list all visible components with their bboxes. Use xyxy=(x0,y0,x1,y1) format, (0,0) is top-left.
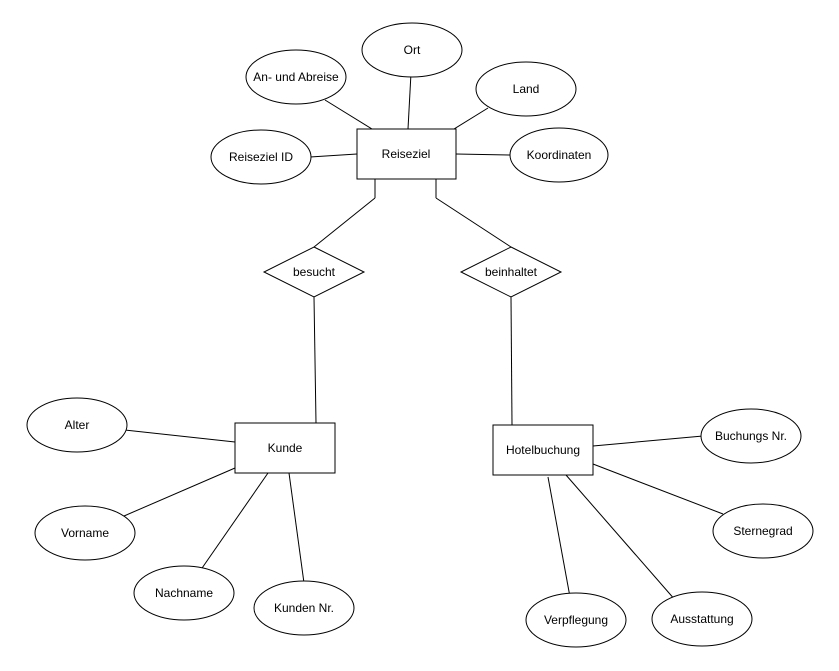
attribute-ort: Ort xyxy=(361,22,463,78)
line-sternegrad-hotelbuchung xyxy=(592,463,724,515)
line-beinhaltet-hotelbuchung xyxy=(510,296,513,426)
attribute-koordinaten-label: Koordinaten xyxy=(527,148,592,162)
entity-kunde-label: Kunde xyxy=(268,441,303,455)
attribute-buchungs-nr: Buchungs Nr. xyxy=(700,408,802,464)
attribute-alter-label: Alter xyxy=(65,418,90,432)
line-reiseziel-beinhaltet-diag xyxy=(435,197,512,248)
line-ausstattung-hotelbuchung xyxy=(565,474,677,602)
attribute-buchungs-nr-label: Buchungs Nr. xyxy=(715,429,787,443)
attribute-an-und-abreise: An- und Abreise xyxy=(245,49,347,105)
line-besucht-kunde xyxy=(313,296,317,424)
connector-lines xyxy=(123,72,724,602)
attribute-verpflegung: Verpflegung xyxy=(525,592,627,648)
line-alter-kunde xyxy=(124,429,236,443)
attribute-ausstattung-label: Ausstattung xyxy=(670,612,733,626)
line-verpflegung-hotelbuchung xyxy=(547,476,571,598)
relationship-besucht-label: besucht xyxy=(293,265,336,279)
attribute-ausstattung: Ausstattung xyxy=(651,591,753,647)
attribute-alter: Alter xyxy=(26,397,128,453)
line-vorname-kunde xyxy=(123,467,236,517)
line-nachname-kunde xyxy=(199,472,269,572)
entity-reiseziel: Reiseziel xyxy=(356,128,457,180)
entity-kunde: Kunde xyxy=(234,422,336,474)
relationship-beinhaltet: beinhaltet xyxy=(459,246,563,298)
line-buchungs-nr-hotelbuchung xyxy=(592,435,704,447)
line-ort-reiseziel xyxy=(407,72,412,130)
attribute-an-und-abreise-label: An- und Abreise xyxy=(253,70,339,84)
attribute-vorname: Vorname xyxy=(34,505,136,561)
line-koordinaten-reiseziel xyxy=(455,153,511,156)
relationship-besucht: besucht xyxy=(262,246,366,298)
attribute-verpflegung-label: Verpflegung xyxy=(544,613,608,627)
attribute-reiseziel-id-label: Reiseziel ID xyxy=(229,150,293,164)
line-reiseziel-id-reiseziel xyxy=(309,153,358,158)
attribute-kunden-nr: Kunden Nr. xyxy=(253,580,355,636)
relationship-beinhaltet-label: beinhaltet xyxy=(485,265,538,279)
line-reiseziel-besucht-diag xyxy=(313,197,376,248)
entity-reiseziel-label: Reiseziel xyxy=(382,147,431,161)
attribute-sternegrad-label: Sternegrad xyxy=(733,524,792,538)
attribute-ort-label: Ort xyxy=(404,43,421,57)
entity-hotelbuchung: Hotelbuchung xyxy=(492,424,594,476)
line-an-und-abreise-reiseziel xyxy=(324,99,373,130)
line-kunden-nr-kunde xyxy=(288,472,305,584)
line-land-reiseziel xyxy=(453,107,489,130)
attribute-reiseziel-id: Reiseziel ID xyxy=(210,129,312,185)
attribute-koordinaten: Koordinaten xyxy=(509,127,609,183)
attribute-sternegrad: Sternegrad xyxy=(712,503,814,559)
attribute-land-label: Land xyxy=(513,82,540,96)
attribute-kunden-nr-label: Kunden Nr. xyxy=(274,601,334,615)
attribute-vorname-label: Vorname xyxy=(61,526,109,540)
entity-hotelbuchung-label: Hotelbuchung xyxy=(506,443,580,457)
attribute-nachname-label: Nachname xyxy=(155,586,213,600)
attribute-land: Land xyxy=(475,61,577,117)
attribute-nachname: Nachname xyxy=(133,565,235,621)
